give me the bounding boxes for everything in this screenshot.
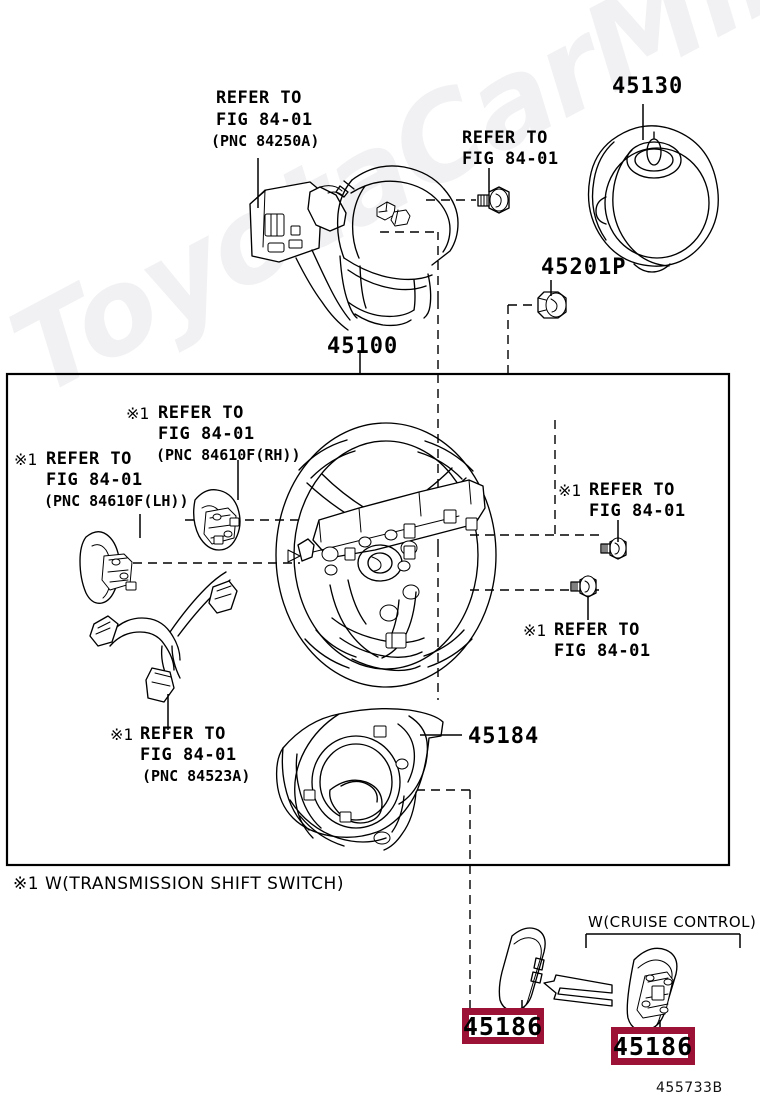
paddle-rh-ref-line3: (PNC 84610F(RH)) xyxy=(156,446,301,464)
screw-upper-ref-line1: REFER TO xyxy=(589,480,675,500)
switch-cruise-illustration xyxy=(626,947,678,1033)
airbag-screw-illustration xyxy=(477,186,510,214)
paddle-shifter-rh-illustration xyxy=(193,489,241,551)
wheel-cover-ref-line1: REFER TO xyxy=(216,88,302,108)
screw-upper-mark: ※1 xyxy=(558,481,582,500)
paddle-lh-ref-line3: (PNC 84610F(LH)) xyxy=(44,492,189,510)
screw-lower-ref-line2: FIG 84-01 xyxy=(554,641,651,661)
screw-lower-ref-line1: REFER TO xyxy=(554,620,640,640)
part-number-box-45186-cruise[interactable]: 45186 xyxy=(611,1027,695,1065)
paddle-lh-ref-line1: REFER TO xyxy=(46,449,132,469)
wire-ref-line2: FIG 84-01 xyxy=(140,745,237,765)
airbag-screw-ref-line1: REFER TO xyxy=(462,128,548,148)
main-group-box xyxy=(5,372,731,867)
wire-ref-line1: REFER TO xyxy=(140,724,226,744)
part-number-box-45186-plain[interactable]: 45186 xyxy=(462,1008,544,1044)
part-number-45186-cruise: 45186 xyxy=(612,1031,694,1061)
screw-upper-ref-line2: FIG 84-01 xyxy=(589,501,686,521)
screw-lower-mark: ※1 xyxy=(523,621,547,640)
wire-ref-line3: (PNC 84523A) xyxy=(142,767,251,785)
paddle-lh-mark: ※1 xyxy=(14,450,38,469)
part-number-45100: 45100 xyxy=(327,334,399,359)
nut-illustration xyxy=(537,291,567,319)
paddle-rh-ref-line1: REFER TO xyxy=(158,403,244,423)
wheel-cover-illustration xyxy=(249,165,459,331)
transfer-arrow xyxy=(543,974,613,1007)
footnote-text: ※1 W(TRANSMISSION SHIFT SWITCH) xyxy=(13,874,344,894)
wire-ref-mark: ※1 xyxy=(110,725,134,744)
cruise-control-bracket xyxy=(585,933,741,948)
airbag-assembly-illustration xyxy=(587,125,719,273)
screw-upper-illustration xyxy=(600,537,627,560)
paddle-shifter-lh-illustration xyxy=(79,531,137,604)
figure-code: 455733B xyxy=(656,1080,723,1096)
screw-lower-illustration xyxy=(570,575,597,598)
paddle-rh-ref-line2: FIG 84-01 xyxy=(158,424,255,444)
paddle-lh-ref-line2: FIG 84-01 xyxy=(46,470,143,490)
part-number-45184: 45184 xyxy=(468,724,540,749)
wheel-cover-ref-line2: FIG 84-01 xyxy=(216,110,313,130)
airbag-screw-ref-line2: FIG 84-01 xyxy=(462,149,559,169)
part-number-45130: 45130 xyxy=(612,74,684,99)
wiring-harness-illustration xyxy=(89,571,238,703)
part-number-45186-plain: 45186 xyxy=(462,1011,544,1041)
arrowhead-rh xyxy=(287,549,301,563)
paddle-rh-mark: ※1 xyxy=(126,404,150,423)
wheel-cover-ref-line3: (PNC 84250A) xyxy=(211,132,320,150)
steering-wheel-illustration xyxy=(275,422,497,688)
switch-plain-illustration xyxy=(498,927,546,1013)
part-number-45201P: 45201P xyxy=(541,255,627,280)
lower-cover-illustration xyxy=(275,707,444,851)
cruise-control-label: W(CRUISE CONTROL) xyxy=(588,913,757,931)
